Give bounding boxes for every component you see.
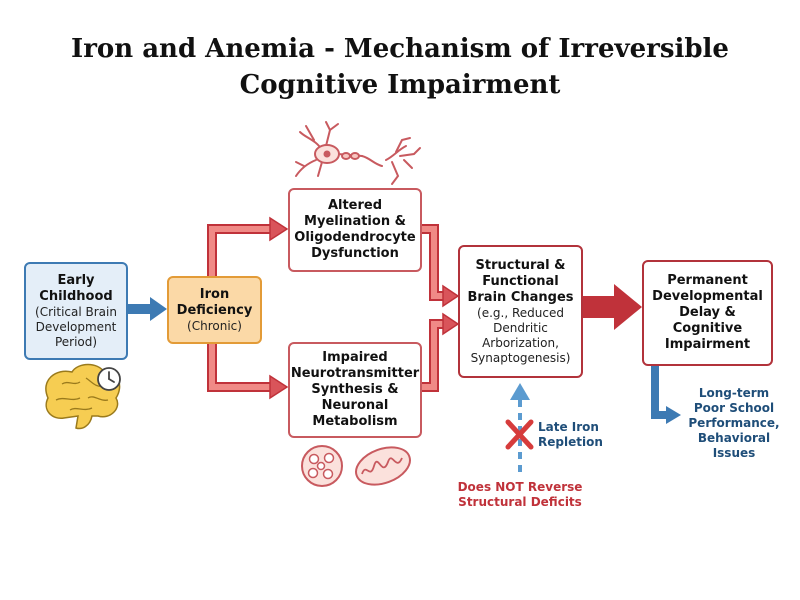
arrow-neurotransmitter-to-structural (422, 312, 460, 392)
node-structural-changes-note: (e.g., Reduced Dendritic Arborization, S… (470, 305, 571, 365)
node-permanent-delay: Permanent Developmental Delay & Cognitiv… (642, 260, 773, 366)
node-permanent-delay-title: Permanent Developmental Delay & Cognitiv… (652, 273, 763, 352)
clock-icon (97, 367, 121, 391)
node-impaired-neurotransmitter: Impaired Neurotransmitter Synthesis & Ne… (288, 342, 422, 438)
node-iron-deficiency-title: Iron Deficiency (176, 286, 253, 318)
vesicles-icon (301, 445, 343, 487)
x-mark-icon (505, 419, 534, 450)
annotation-long-term: Long-term Poor School Performance, Behav… (688, 386, 780, 460)
annotation-does-not-reverse: Does NOT Reverse Structural Deficits (457, 480, 583, 509)
node-early-childhood-title: Early Childhood (39, 272, 113, 304)
diagram-title-line-1: Iron and Anemia - Mechanism of Irreversi… (71, 34, 729, 64)
node-early-childhood-note: (Critical Brain Development Period) (35, 304, 117, 349)
node-impaired-neurotransmitter-title: Impaired Neurotransmitter Synthesis & Ne… (290, 350, 420, 429)
arrow-iron-to-neurotransmitter (207, 343, 289, 400)
neuron-icon (295, 121, 421, 185)
annotation-late-iron-repletion: Late Iron Repletion (538, 420, 603, 449)
arrow-permanent-to-long-term (651, 366, 681, 424)
arrow-structural-to-permanent (583, 284, 642, 330)
node-altered-myelination-title: Altered Myelination & Oligodendrocyte Dy… (294, 198, 416, 261)
node-early-childhood: Early Childhood (Critical Brain Developm… (24, 262, 128, 360)
diagram-title-line-2: Cognitive Impairment (239, 70, 561, 100)
node-altered-myelination: Altered Myelination & Oligodendrocyte Dy… (288, 188, 422, 272)
mitochondrion-icon (355, 446, 411, 486)
arrow-myelination-to-structural (422, 224, 460, 308)
node-iron-deficiency: Iron Deficiency (Chronic) (167, 276, 262, 344)
arrow-iron-to-myelination (207, 216, 289, 276)
node-structural-changes: Structural & Functional Brain Changes (e… (458, 245, 583, 378)
arrow-late-repletion-dashed (510, 383, 530, 472)
node-structural-changes-title: Structural & Functional Brain Changes (467, 257, 574, 305)
arrow-early-to-iron (128, 297, 167, 321)
node-iron-deficiency-note: (Chronic) (187, 318, 242, 333)
